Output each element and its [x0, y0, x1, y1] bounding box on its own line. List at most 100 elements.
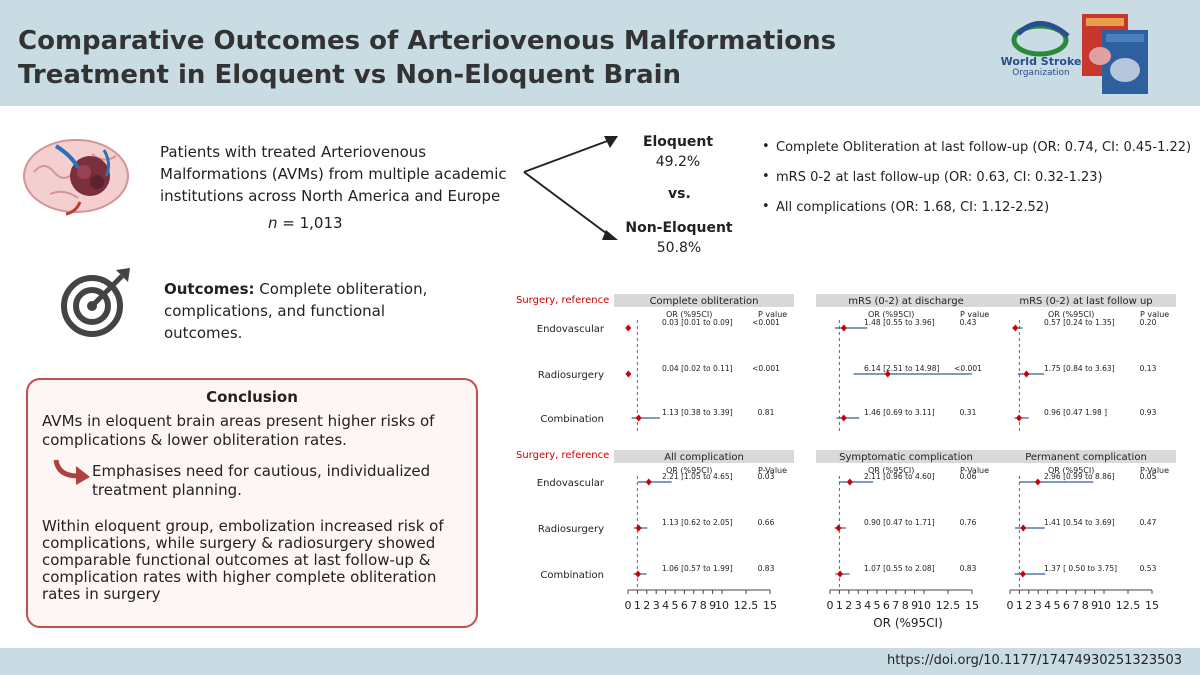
p-value: 0.06	[960, 472, 977, 481]
or-ci-label: 0.96 [0.47 1.98 ]	[1044, 408, 1107, 417]
or-ci-label: 1.06 [0.57 to 1.99]	[662, 564, 733, 573]
panel-title: mRS (0-2) at discharge	[848, 296, 964, 307]
x-tick-label: 6	[883, 599, 890, 612]
panel-header	[816, 294, 996, 307]
or-ci-label: 1.46 [0.69 to 3.11]	[864, 408, 935, 417]
p-col-header: P-Value	[960, 466, 989, 475]
row-label: Radiosurgery	[538, 370, 604, 381]
x-tick-label: 3	[653, 599, 660, 612]
x-tick-label: 7	[690, 599, 697, 612]
or-ci-label: 0.03 [0.01 to 0.09]	[662, 318, 733, 327]
split-arrows-icon	[523, 136, 618, 240]
x-tick-label: 8	[902, 599, 909, 612]
p-value: 0.53	[1140, 564, 1157, 573]
or-col-header: OR (%95CI)	[666, 310, 712, 319]
p-col-header: P value	[1140, 310, 1169, 319]
p-value: <0.001	[954, 364, 982, 373]
p-value: <0.001	[752, 318, 780, 327]
header-band: Comparative Outcomes of Arteriovenous Ma…	[0, 0, 1200, 106]
or-ci-label: 1.13 [0.62 to 2.05]	[662, 518, 733, 527]
row-label: Combination	[540, 570, 604, 581]
x-tick-label: 12.5	[936, 599, 961, 612]
or-col-header: OR (%95CI)	[868, 310, 914, 319]
p-value: 0.83	[758, 564, 775, 573]
results-list: Complete Obliteration at last follow-up …	[760, 139, 1200, 230]
x-tick-label: 3	[855, 599, 862, 612]
reference-label: Surgery, reference	[516, 450, 609, 461]
or-marker	[645, 478, 652, 486]
non-eloquent-pct: 50.8%	[656, 240, 702, 256]
p-value: 0.03	[758, 472, 775, 481]
panel-title: Symptomatic complication	[839, 452, 973, 463]
panel-title: Complete obliteration	[650, 296, 759, 307]
or-marker	[625, 370, 632, 378]
p-value: 0.66	[758, 518, 775, 527]
journal-cover-icon	[1082, 14, 1148, 94]
x-tick-label: 15	[965, 599, 979, 612]
or-marker	[1012, 324, 1019, 332]
conclusion-title: Conclusion	[206, 388, 298, 406]
or-marker	[846, 478, 853, 486]
x-tick-label: 4	[1044, 599, 1051, 612]
x-tick-label: 2	[1025, 599, 1032, 612]
x-tick-label: 12.5	[1116, 599, 1141, 612]
p-value: 0.83	[960, 564, 977, 573]
x-axis-label: OR (%95CI)	[873, 616, 943, 630]
x-tick-label: 2	[845, 599, 852, 612]
non-eloquent-group: Non-Eloquent 50.8%	[622, 218, 736, 258]
sample-size: n = 1,013	[268, 214, 343, 232]
p-value: 0.81	[758, 408, 775, 417]
versus-label: vs.	[668, 186, 691, 202]
p-value: 0.43	[960, 318, 977, 327]
panel-header	[816, 450, 996, 463]
or-ci-label: 0.04 [0.02 to 0.11]	[662, 364, 733, 373]
x-tick-label: 5	[874, 599, 881, 612]
or-ci-label: 2.11 [0.96 to 4.60]	[864, 472, 935, 481]
x-tick-label: 4	[864, 599, 871, 612]
row-label: Endovascular	[537, 324, 605, 335]
p-col-header: P value	[960, 310, 989, 319]
or-marker	[835, 524, 842, 532]
or-marker	[837, 570, 844, 578]
x-tick-label: 15	[763, 599, 777, 612]
logo-name: World Stroke	[1000, 55, 1082, 68]
panel-header	[614, 450, 794, 463]
conclusion-p3: Within eloquent group, embolization incr…	[42, 517, 444, 603]
p-value: 0.20	[1140, 318, 1157, 327]
eloquent-label: Eloquent	[642, 134, 714, 150]
or-marker	[1023, 370, 1030, 378]
result-complications: All complications (OR: 1.68, CI: 1.12-2.…	[760, 199, 1200, 215]
or-marker	[635, 414, 642, 422]
row-label: Combination	[540, 414, 604, 425]
or-ci-label: 1.37 [ 0.50 to 3.75]	[1044, 564, 1117, 573]
x-tick-label: 15	[1145, 599, 1159, 612]
or-ci-label: 2.96 [0.99 to 8.86]	[1044, 472, 1115, 481]
p-value: 0.13	[1140, 364, 1157, 373]
or-ci-label: 0.57 [0.24 to 1.35]	[1044, 318, 1115, 327]
x-tick-label: 9	[1091, 599, 1098, 612]
x-tick-label: 3	[1035, 599, 1042, 612]
x-tick-label: 0	[1007, 599, 1014, 612]
p-value: 0.05	[1140, 472, 1157, 481]
logo-label: World Stroke Organization	[996, 56, 1086, 79]
panel-header	[996, 294, 1176, 307]
conclusion-p2: Emphasises need for cautious, individual…	[92, 462, 431, 499]
x-tick-label: 5	[672, 599, 679, 612]
conclusion-p1: AVMs in eloquent brain areas present hig…	[42, 412, 435, 449]
logo-sub: Organization	[1012, 68, 1070, 78]
reference-label: Surgery, reference	[516, 295, 609, 306]
or-ci-label: 1.07 [0.55 to 2.08]	[864, 564, 935, 573]
eloquent-group: Eloquent 49.2%	[628, 132, 728, 172]
x-tick-label: 1	[634, 599, 641, 612]
x-tick-label: 6	[681, 599, 688, 612]
x-tick-label: 12.5	[734, 599, 759, 612]
p-col-header: P-Value	[758, 466, 787, 475]
doi-link[interactable]: https://doi.org/10.1177/1747493025132350…	[887, 653, 1182, 668]
x-tick-label: 5	[1054, 599, 1061, 612]
result-obliteration: Complete Obliteration at last follow-up …	[760, 139, 1200, 155]
or-marker	[1019, 570, 1026, 578]
result-mrs: mRS 0-2 at last follow-up (OR: 0.63, CI:…	[760, 169, 1200, 185]
outcomes-text: Outcomes: Complete obliteration, complic…	[164, 278, 454, 344]
x-tick-label: 8	[700, 599, 707, 612]
